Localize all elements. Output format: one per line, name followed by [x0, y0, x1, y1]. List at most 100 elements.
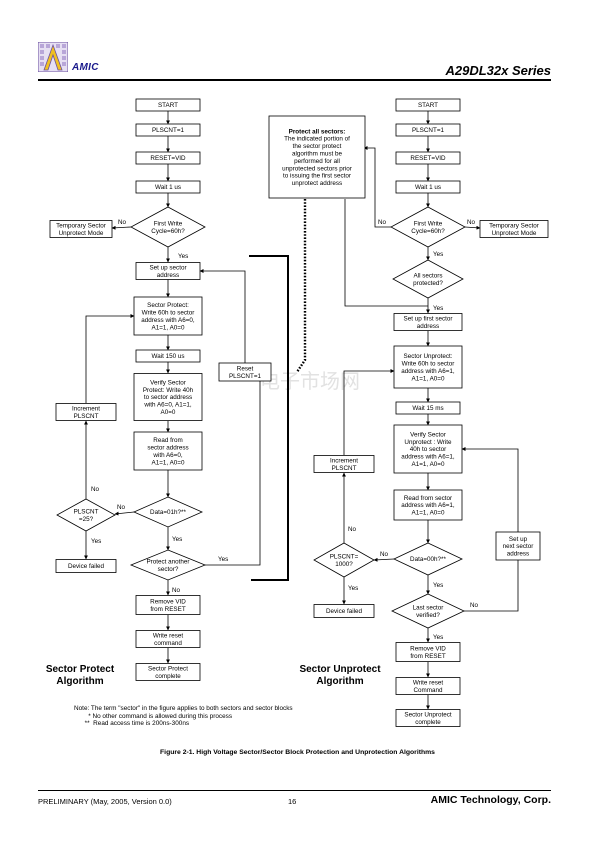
protect-remove-vid — [135, 595, 201, 615]
protect-reset-plscnt — [218, 362, 272, 382]
footer-company: AMIC Technology, Corp. — [430, 794, 551, 806]
unprotect-setup-next-label: address — [507, 551, 529, 558]
protect-algorithm-title-1: Sector Protect — [46, 664, 115, 675]
unprotect-first-write-decision-label: Cycle=60h? — [411, 228, 445, 235]
protect-setup-address — [135, 262, 201, 280]
protect-write-reset-label: Write reset — [153, 633, 184, 640]
unprotect-setup-first-label: Set up first sector — [404, 316, 453, 323]
flow-connector — [363, 146, 391, 228]
unprotect-verify-label: address with A6=1, — [401, 454, 455, 461]
branch-label-no: No — [118, 219, 127, 226]
brand-name: AMIC — [72, 62, 99, 73]
flow-connector — [464, 560, 519, 612]
protect-sector-protect-label: address with A6=0, — [141, 317, 195, 324]
protect-reset-plscnt-label: PLSCNT=1 — [229, 373, 262, 380]
protect-temp-unprotect-label: Unprotect Mode — [59, 230, 104, 237]
branch-label-yes: Yes — [433, 582, 443, 589]
unprotect-reset-vid — [395, 151, 461, 165]
protect-setup-address-label: Set up sector — [149, 265, 186, 272]
branch-label-yes: Yes — [91, 538, 101, 545]
series-title: A29DL32x Series — [445, 63, 551, 78]
protect-increment-label: PLSCNT — [74, 413, 99, 420]
unprotect-all-protected-decision — [392, 259, 464, 299]
branch-label-yes: Yes — [433, 251, 443, 258]
protect-complete — [135, 663, 201, 681]
flow-connector — [85, 314, 135, 403]
unprotect-data00-decision-label: Data=00h?** — [410, 556, 446, 563]
unprotect-algorithm-title-1: Sector Unprotect — [299, 664, 381, 675]
unprotect-start-label: START — [418, 102, 438, 109]
branch-label-no: No — [117, 504, 126, 511]
protect-read-label: sector address — [147, 445, 188, 452]
unprotect-device-failed-label: Device failed — [326, 608, 363, 615]
protect-all-note-label: The indicated portion of — [284, 136, 350, 143]
branch-label-no: No — [172, 587, 181, 594]
page-number: 16 — [288, 797, 297, 806]
protect-algorithm-title-2: Algorithm — [56, 676, 103, 687]
protect-verify-label: to sector address — [144, 394, 192, 401]
protect-write-reset-label: command — [154, 640, 182, 647]
protect-remove-vid-label: from RESET — [150, 606, 185, 613]
footer-rule — [38, 790, 551, 791]
unprotect-verify-label: Unprotect : Write — [404, 439, 452, 446]
unprotect-sector-unprotect-label: A1=1, A0=0 — [412, 375, 445, 382]
protect-read-label: Read from — [153, 437, 182, 444]
unprotect-setup-first — [393, 313, 463, 331]
protect-increment — [55, 403, 117, 421]
flow-connector — [249, 255, 289, 581]
unprotect-wait-1us-label: Wait 1 us — [415, 184, 441, 191]
unprotect-sector-unprotect-label: Sector Unprotect: — [404, 353, 453, 360]
unprotect-write-reset-label: Write reset — [413, 680, 444, 687]
branch-label-yes: Yes — [218, 556, 228, 563]
unprotect-algorithm-title-2: Algorithm — [316, 676, 363, 687]
unprotect-sector-unprotect — [393, 345, 463, 389]
unprotect-last-sector-decision-label: verified? — [416, 612, 440, 619]
protect-plscnt25-decision — [56, 498, 116, 532]
unprotect-read — [393, 489, 463, 521]
unprotect-remove-vid-label: from RESET — [410, 653, 445, 660]
protect-device-failed — [55, 559, 117, 573]
protect-wait-1us-label: Wait 1 us — [155, 184, 181, 191]
protect-first-write-decision — [130, 206, 206, 248]
protect-sector-protect — [133, 296, 203, 336]
flow-connector — [199, 269, 246, 363]
protect-start-label: START — [158, 102, 178, 109]
unprotect-last-sector-decision-label: Last sector — [413, 605, 444, 612]
protect-read-label: with A6=0, — [152, 452, 182, 459]
protect-complete-label: complete — [155, 673, 181, 680]
unprotect-setup-next-label: next sector — [503, 543, 534, 550]
protect-verify-label: Verify Sector — [150, 379, 186, 386]
protect-plscnt25-decision-label: =25? — [79, 516, 94, 523]
unprotect-increment-label: PLSCNT — [332, 465, 357, 472]
unprotect-temp-unprotect-label: Unprotect Mode — [492, 230, 537, 237]
protect-all-note-label: Protect all sectors: — [289, 128, 346, 135]
flow-connector — [461, 447, 519, 532]
unprotect-setup-next — [495, 531, 541, 561]
unprotect-complete — [395, 709, 461, 727]
protect-data01-decision — [133, 496, 203, 528]
protect-read-label: A1=1, A0=0 — [152, 459, 185, 466]
protect-all-note-label: unprotected sectors prior — [282, 165, 352, 172]
flow-connector — [111, 225, 132, 230]
branch-label-yes: Yes — [172, 536, 182, 543]
flow-connector — [205, 381, 261, 566]
flow-connector — [114, 511, 135, 516]
protect-sector-protect-label: Sector Protect: — [147, 302, 189, 309]
unprotect-complete-label: Sector Unprotect — [404, 712, 451, 719]
unprotect-all-protected-decision-label: protected? — [413, 280, 443, 287]
protect-start — [135, 98, 201, 112]
protect-data01-decision-label: Data=01h?** — [150, 509, 186, 516]
branch-label-yes: Yes — [433, 634, 443, 641]
unprotect-increment-label: Increment — [330, 458, 358, 465]
unprotect-remove-vid-label: Remove VID — [410, 646, 446, 653]
unprotect-temp-unprotect-label: Temporary Sector — [489, 223, 539, 230]
unprotect-first-write-decision-label: First Write — [414, 221, 443, 228]
watermark: 电子市场网 — [260, 369, 360, 393]
protect-sector-protect-label: A1=1, A0=0 — [152, 324, 185, 331]
note-line: ** Read access time is 200ns-300ns — [74, 720, 190, 728]
protect-plscnt-init — [135, 123, 201, 137]
unprotect-verify-label: A1=1, A0=0 — [412, 461, 445, 468]
unprotect-setup-next-label: Set up — [509, 536, 528, 543]
protect-verify-label: with A6=0, A1=1, — [143, 402, 192, 409]
branch-label-no: No — [470, 602, 479, 609]
